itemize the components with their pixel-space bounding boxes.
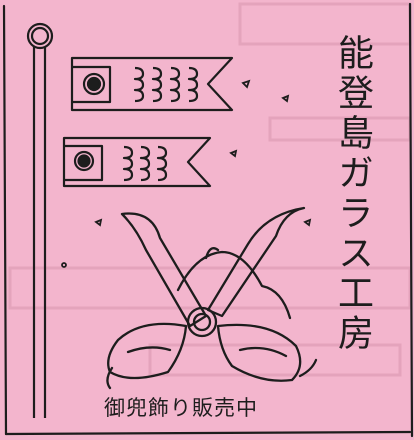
flag-pole bbox=[26, 22, 54, 418]
koinobori-flag-icon bbox=[62, 136, 212, 188]
sale-caption: 御兜飾り販売中 bbox=[104, 396, 258, 420]
shop-name-vertical: 能登島ガラス工房 bbox=[332, 34, 373, 354]
kabuto-helmet-icon bbox=[106, 206, 318, 390]
decor-dots bbox=[61, 79, 312, 268]
koinobori-flag-icon bbox=[70, 56, 234, 112]
